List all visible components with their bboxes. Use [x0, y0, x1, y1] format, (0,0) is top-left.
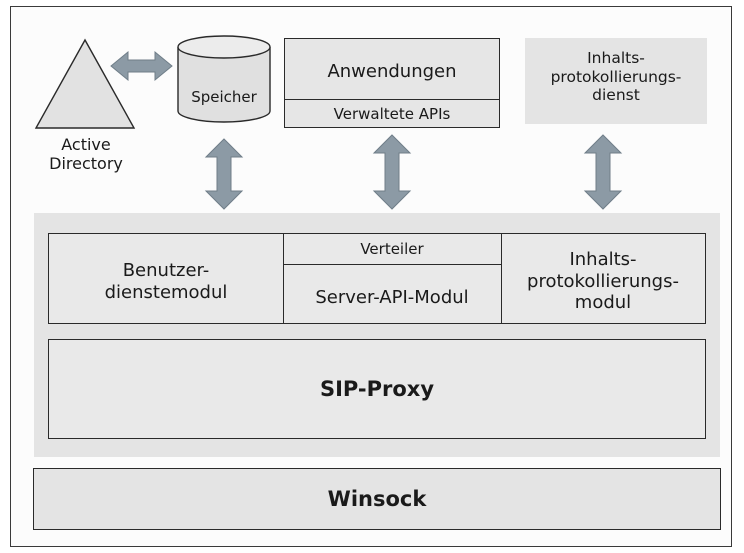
- winsock-box: Winsock: [33, 468, 721, 530]
- archiving-service-line3: dienst: [592, 86, 640, 105]
- user-services-line1: Benutzer-: [122, 260, 210, 281]
- sip-proxy-box: SIP-Proxy: [48, 339, 706, 439]
- applications-divider: [285, 99, 499, 100]
- modules-row: Benutzer- dienstemodul Verteiler Server-…: [48, 233, 706, 324]
- module-divider-left: [283, 234, 284, 323]
- archiving-module-label: Inhalts- protokollierungs- modul: [501, 249, 705, 314]
- active-directory-line1: Active: [61, 135, 111, 154]
- archiving-service-line1: Inhalts-: [587, 49, 645, 67]
- archiving-modules-arrow: [583, 134, 623, 210]
- module-divider-right: [501, 234, 502, 323]
- archiving-module-line3: modul: [574, 292, 632, 314]
- sip-proxy-label: SIP-Proxy: [319, 377, 435, 401]
- user-services-module-label: Benutzer- dienstemodul: [49, 260, 283, 303]
- ad-storage-arrow: [110, 50, 173, 82]
- storage-cylinder: [177, 35, 271, 123]
- active-directory-triangle: [34, 38, 136, 129]
- dispatcher-divider: [283, 264, 501, 265]
- storage-label: Speicher: [191, 88, 257, 106]
- archiving-module-line1: Inhalts-: [569, 249, 637, 270]
- active-directory-label: Active Directory: [36, 135, 136, 173]
- managed-apis-label: Verwaltete APIs: [333, 105, 451, 123]
- archiving-service-label: Inhalts- protokollierungs- dienst: [525, 49, 707, 105]
- user-services-line2: dienstemodul: [104, 281, 228, 303]
- applications-modules-arrow: [372, 134, 412, 210]
- winsock-label: Winsock: [327, 487, 427, 511]
- archiving-service-line2: protokollierungs-: [550, 67, 682, 86]
- applications-box: Anwendungen Verwaltete APIs: [284, 38, 500, 128]
- archiving-service-box: Inhalts- protokollierungs- dienst: [525, 38, 707, 124]
- archiving-module-line2: protokollierungs-: [527, 270, 679, 292]
- server-api-module-label: Server-API-Modul: [315, 287, 469, 308]
- applications-label: Anwendungen: [327, 61, 457, 82]
- dispatcher-label: Verteiler: [360, 240, 424, 258]
- storage-modules-arrow: [204, 138, 244, 210]
- active-directory-line2: Directory: [49, 154, 123, 174]
